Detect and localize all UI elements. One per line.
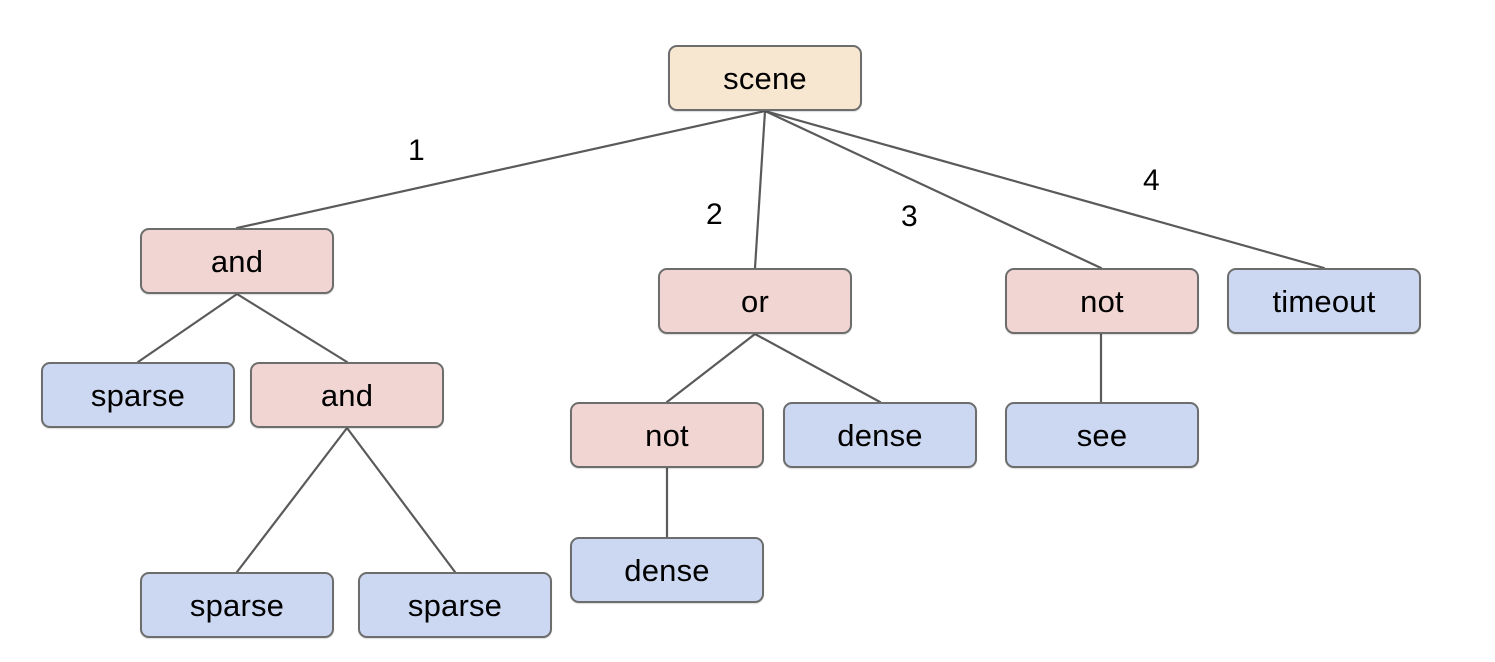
tree-node-label: not <box>645 417 689 453</box>
tree-node-label: see <box>1076 417 1128 453</box>
tree-node-dense1[interactable]: dense <box>783 402 977 468</box>
tree-node-sparse2[interactable]: sparse <box>140 572 334 638</box>
tree-node-label: dense <box>837 417 923 453</box>
tree-node-or1[interactable]: or <box>658 268 852 334</box>
tree-edge <box>345 426 457 574</box>
tree-node-label: or <box>741 283 769 319</box>
tree-edge <box>235 426 349 574</box>
tree-node-not2[interactable]: not <box>1005 268 1199 334</box>
tree-node-label: dense <box>624 552 710 588</box>
tree-node-label: sparse <box>90 377 186 413</box>
tree-node-label: timeout <box>1272 283 1376 319</box>
tree-node-label: and <box>320 377 374 413</box>
tree-node-label: sparse <box>407 587 503 623</box>
edge-label-4: 4 <box>1143 164 1160 197</box>
tree-node-scene[interactable]: scene <box>668 45 862 111</box>
tree-node-label: and <box>210 243 264 279</box>
tree-node-sparse3[interactable]: sparse <box>358 572 552 638</box>
tree-edge <box>665 332 757 404</box>
edge-label-1: 1 <box>408 134 425 167</box>
tree-node-and1[interactable]: and <box>140 228 334 294</box>
tree-edge <box>753 109 767 270</box>
edge-label-2: 2 <box>706 198 723 231</box>
tree-node-sparse1[interactable]: sparse <box>41 362 235 428</box>
tree-node-see1[interactable]: see <box>1005 402 1199 468</box>
tree-node-not1[interactable]: not <box>570 402 764 468</box>
tree-edge <box>235 109 767 230</box>
tree-edge <box>753 332 882 404</box>
tree-edge <box>136 292 239 364</box>
tree-node-label: scene <box>723 60 807 96</box>
tree-node-dense2[interactable]: dense <box>570 537 764 603</box>
tree-edge <box>763 109 1326 270</box>
tree-node-label: not <box>1080 283 1124 319</box>
tree-node-and2[interactable]: and <box>250 362 444 428</box>
tree-edge <box>763 109 1103 270</box>
tree-edge <box>235 292 349 364</box>
tree-node-label: sparse <box>189 587 285 623</box>
edge-label-3: 3 <box>901 200 918 233</box>
tree-node-timeout1[interactable]: timeout <box>1227 268 1421 334</box>
